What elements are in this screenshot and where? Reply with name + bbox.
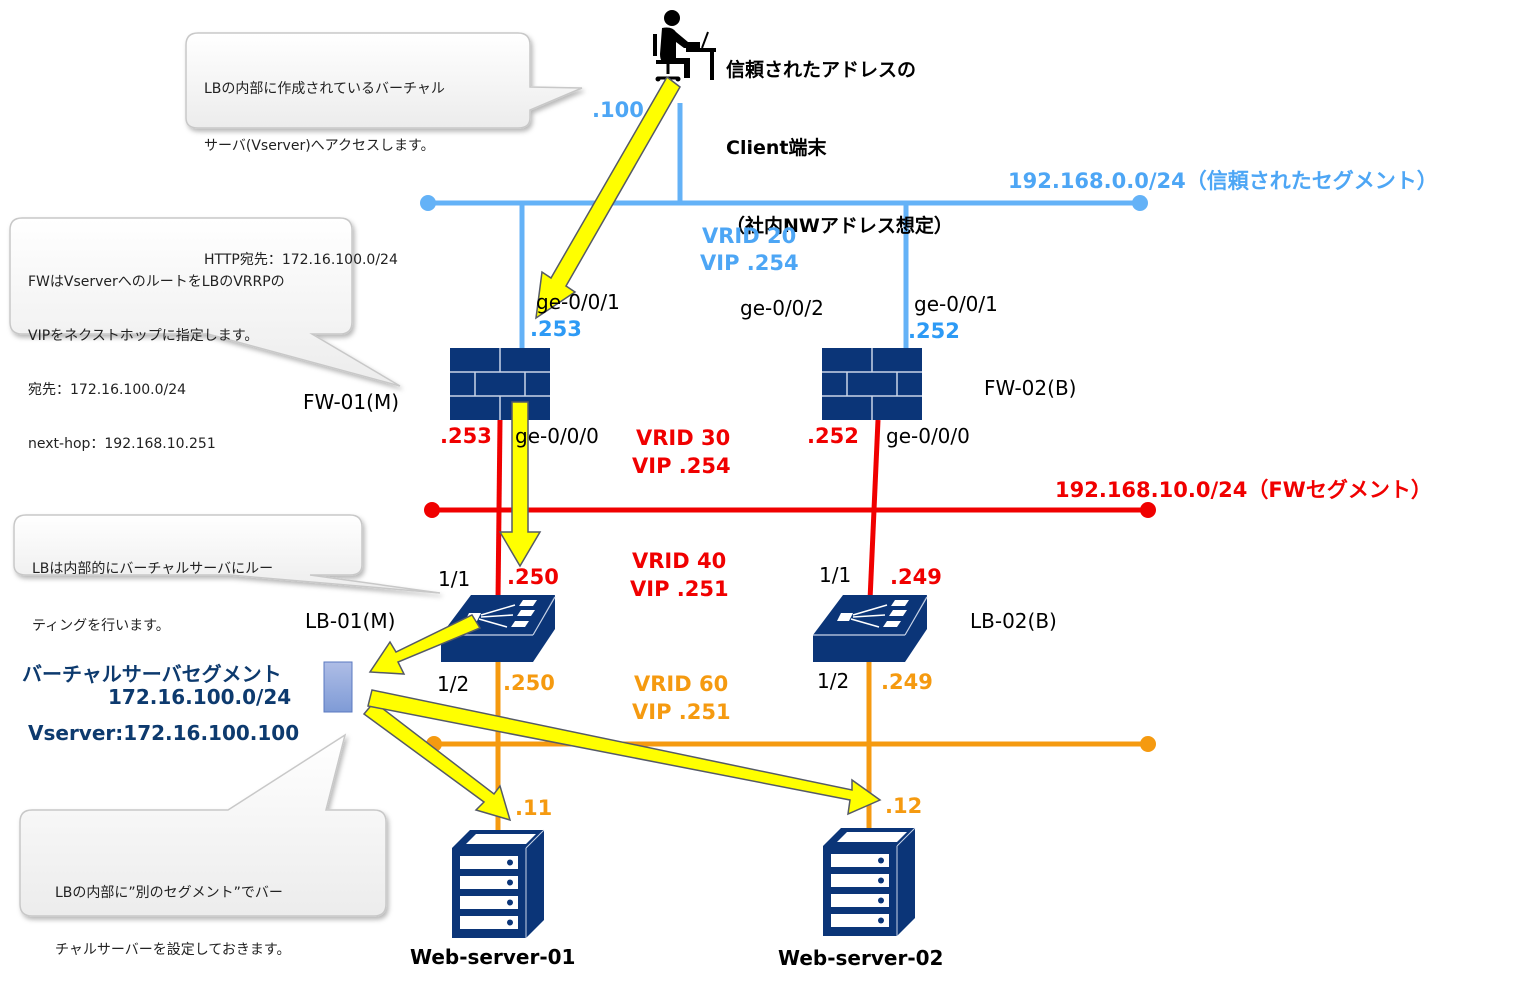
callout-fw-line: FWはVserverへのルートをLBのVRRPの	[28, 274, 285, 290]
callout-client-line	[204, 194, 445, 213]
arrow-client-to-fw01	[535, 75, 681, 320]
trusted-segment-label: 192.168.0.0/24（信頼されたセグメント）	[1008, 169, 1438, 193]
client-title: 信頼されたアドレスの Client端末 （社内NWアドレス想定）	[726, 5, 953, 265]
lb01-up-ip: .250	[507, 565, 559, 589]
callout-client-line: LBの内部に作成されているバーチャル	[204, 81, 445, 97]
callout-vserver-line: チャルサーバーを設定しておきます。	[55, 942, 291, 958]
callout-lb-line: ティングを行います。	[32, 618, 170, 634]
callout-lb-line: LBは内部的にバーチャルサーバにルー	[32, 561, 274, 577]
fw02-up-ip: .252	[908, 319, 960, 343]
firewall-icon-fw01	[450, 348, 550, 420]
callout-fw-text: FWはVserverへのルートをLBのVRRPの VIPをネクストホップに指定し…	[28, 237, 285, 471]
web01-ip: .11	[515, 796, 553, 820]
web01-name: Web-server-01	[410, 945, 576, 969]
vserver-address: Vserver:172.16.100.100	[28, 721, 300, 745]
arrow-vserver-to-web02	[367, 689, 882, 816]
server-icon-web01	[452, 829, 545, 938]
fw02-down-port: ge-0/0/0	[886, 424, 970, 448]
fw02-down-ip: .252	[807, 424, 859, 448]
load-balancer-icon-lb02	[813, 595, 928, 662]
arrow-vserver-to-web01	[362, 700, 512, 822]
callout-client-line: サーバ(Vserver)へアクセスします。	[204, 138, 435, 154]
client-person-icon	[653, 10, 716, 82]
callout-fw-line: VIPをネクストホップに指定します。	[28, 328, 259, 344]
vrid20-vip: VIP .254	[700, 251, 799, 275]
arrow-lb01-to-vserver	[368, 614, 482, 675]
virtual-segment-title: バーチャルサーバセグメント	[22, 662, 282, 686]
callout-fw-line: 宛先：172.16.100.0/24	[28, 382, 187, 398]
lb01-name: LB-01(M)	[305, 609, 396, 633]
vrid30-vip: VIP .254	[632, 454, 731, 478]
lb01-up-port: 1/1	[438, 567, 471, 591]
callout-client	[185, 32, 583, 129]
callout-client-text: LBの内部に作成されているバーチャル サーバ(Vserver)へアクセスします。…	[204, 42, 445, 289]
lb02-down-ip: .249	[881, 670, 933, 694]
lb02-down-port: 1/2	[817, 669, 850, 693]
server-icon-web02	[823, 827, 916, 936]
server-segment-endpoint-right	[1140, 736, 1156, 752]
fw-sync-port: ge-0/0/2	[740, 296, 824, 320]
arrow-fw01-to-lb01	[498, 401, 542, 568]
callout-lb	[13, 514, 441, 594]
fw02-name: FW-02(B)	[984, 376, 1077, 400]
callout-lb-text: LBは内部的にバーチャルサーバにルー ティングを行います。	[32, 522, 273, 655]
vrid40-label: VRID 40	[632, 549, 727, 573]
fw01-up-port: ge-0/0/1	[536, 290, 620, 314]
callout-vserver-line: LBの内部に”別のセグメント”でバー	[55, 885, 283, 901]
vrid30-label: VRID 30	[636, 426, 731, 450]
client-ip: .100	[592, 98, 644, 122]
lb02-up-port: 1/1	[819, 563, 852, 587]
client-title-line: 信頼されたアドレスの	[726, 59, 917, 81]
trusted-segment	[420, 103, 1148, 348]
flow-arrows	[362, 75, 882, 822]
fw01-up-ip: .253	[530, 317, 582, 341]
trusted-segment-endpoint-right	[1132, 195, 1148, 211]
fw01-name: FW-01(M)	[303, 390, 399, 414]
vrid60-label: VRID 60	[634, 672, 729, 696]
web02-name: Web-server-02	[778, 946, 944, 970]
fw01-down-port: ge-0/0/0	[515, 424, 599, 448]
fw-segment-label: 192.168.10.0/24（FWセグメント）	[1055, 478, 1432, 502]
client-title-line: （社内NWアドレス想定）	[726, 215, 953, 237]
vserver-box-icon	[323, 661, 353, 713]
fw-segment-endpoint-right	[1140, 502, 1156, 518]
lb01-down-ip: .250	[503, 671, 555, 695]
vrid20-label: VRID 20	[702, 224, 797, 248]
fw-segment	[424, 419, 1156, 601]
callout-client-line: HTTP宛先：172.16.100.0/24	[204, 252, 398, 268]
trusted-segment-endpoint-left	[420, 195, 436, 211]
lb02-name: LB-02(B)	[970, 609, 1057, 633]
vrid40-vip: VIP .251	[630, 577, 729, 601]
web02-ip: .12	[885, 794, 923, 818]
callout-vserver-text: LBの内部に”別のセグメント”でバー チャルサーバーを設定しておきます。	[55, 846, 290, 979]
fw01-lb01-link	[495, 419, 503, 601]
vrid60-vip: VIP .251	[632, 700, 731, 724]
lb01-down-port: 1/2	[437, 672, 470, 696]
fw02-lb02-link	[867, 419, 881, 601]
callout-fw	[9, 217, 401, 387]
client-title-line: Client端末	[726, 137, 827, 159]
fw01-down-ip: .253	[440, 424, 492, 448]
fw-segment-endpoint-left	[424, 502, 440, 518]
callout-fw-line: next-hop：192.168.10.251	[28, 436, 216, 452]
virtual-segment-subnet: 172.16.100.0/24	[108, 685, 292, 709]
lb02-up-ip: .249	[890, 565, 942, 589]
callout-vserver	[19, 733, 387, 917]
fw02-up-port: ge-0/0/1	[914, 292, 998, 316]
firewall-icon-fw02	[822, 348, 922, 420]
